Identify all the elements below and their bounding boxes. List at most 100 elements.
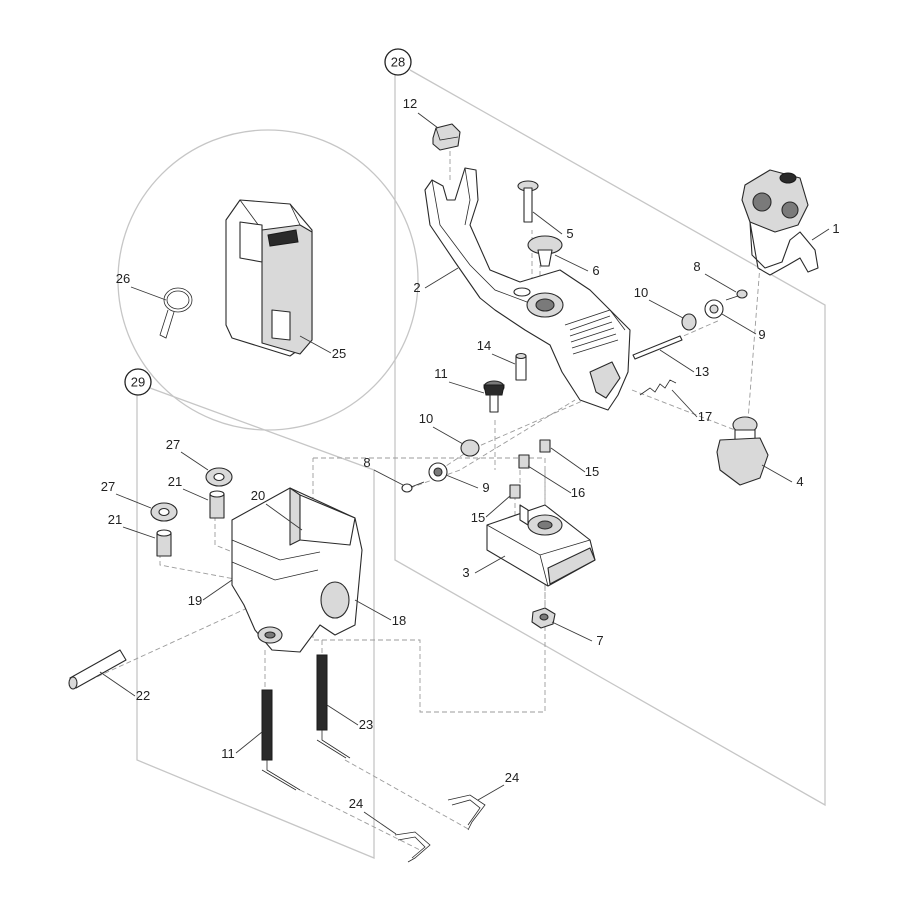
callout-c26: 26 [116, 271, 167, 301]
callout-number: 14 [477, 338, 491, 353]
part-10-washer-left [460, 439, 480, 457]
callout-number: 21 [108, 512, 122, 527]
callout-leader-line [115, 493, 152, 509]
callout-number: 22 [136, 688, 150, 703]
callout-leader-line [373, 469, 404, 486]
callout-c3: 3 [462, 555, 506, 580]
callout-number: 10 [419, 411, 433, 426]
part-14-dowel [515, 352, 527, 381]
callout-number: 20 [251, 488, 265, 503]
callout-leader-line [417, 112, 439, 129]
callout-c21a: 21 [168, 474, 209, 501]
part-16-set-screw [518, 454, 530, 469]
part-9-washer-left [428, 462, 448, 482]
callout-leader-line [448, 381, 485, 394]
callout-leader-line [326, 704, 359, 726]
group-28-badge: 28 [384, 48, 412, 76]
callout-c8a: 8 [693, 259, 737, 293]
callout-leader-line [363, 811, 397, 835]
group-28-frame [394, 69, 826, 807]
part-7-nut [531, 607, 556, 629]
callout-leader-line [265, 503, 303, 531]
callout-c24b: 24 [349, 796, 397, 835]
callout-c15b: 15 [471, 495, 511, 525]
part-26-ring [159, 287, 193, 339]
callout-c11a: 11 [434, 366, 485, 394]
part-13-pin [632, 335, 683, 360]
callout-number: 2 [413, 280, 420, 295]
part-5-bolt [517, 180, 539, 223]
callout-c7: 7 [551, 621, 604, 648]
callout-number: 15 [471, 510, 485, 525]
callout-leader-line [761, 464, 793, 483]
callout-leader-line [659, 349, 695, 373]
callout-c27a: 27 [166, 437, 209, 471]
callout-number: 4 [796, 474, 803, 489]
callout-layer: 1234567889910101111121314151516171819202… [99, 96, 840, 835]
callout-number: 11 [434, 366, 448, 381]
part-6-knob [527, 235, 563, 267]
callout-c14: 14 [477, 338, 516, 365]
callout-leader-line [551, 621, 593, 642]
callout-number: 25 [332, 346, 346, 361]
callout-c19: 19 [188, 579, 233, 608]
callout-c20: 20 [251, 488, 303, 531]
callout-c11b: 11 [221, 731, 263, 761]
callout-number: 24 [505, 770, 519, 785]
callout-number: 5 [566, 226, 573, 241]
callout-leader-line [671, 389, 698, 418]
callout-number: 10 [634, 285, 648, 300]
callout-c2: 2 [413, 267, 459, 295]
callout-number: 17 [698, 409, 712, 424]
part-23-threaded-pin [316, 654, 351, 759]
callout-c6: 6 [554, 254, 600, 278]
callout-leader-line [532, 211, 563, 235]
callout-leader-line [180, 451, 209, 471]
part-27-nut-upper [205, 467, 233, 487]
callout-leader-line [491, 353, 516, 365]
callout-leader-line [424, 267, 459, 289]
callout-number: 9 [482, 480, 489, 495]
part-24-clip-left [394, 831, 431, 863]
callout-number: 8 [693, 259, 700, 274]
callout-number: 3 [462, 565, 469, 580]
callout-leader-line [299, 335, 332, 354]
callout-leader-line [550, 447, 586, 473]
callout-leader-line [202, 579, 233, 601]
group-29-frame [136, 387, 375, 859]
callout-c27b: 27 [101, 479, 152, 509]
callout-c23: 23 [326, 704, 373, 732]
part-21-bushing-lower [156, 529, 172, 557]
callout-leader-line [122, 526, 156, 539]
callout-leader-line [432, 426, 464, 445]
callout-number: 11 [221, 746, 235, 761]
callout-leader-line [445, 474, 479, 489]
callout-number: 12 [403, 96, 417, 111]
callout-c9a: 9 [721, 313, 766, 342]
part-4-foot [716, 416, 769, 486]
inset-circle [117, 129, 419, 431]
part-2-arm-bracket [424, 167, 631, 411]
callout-number: 19 [188, 593, 202, 608]
part-8-screw-right [725, 289, 748, 301]
callout-leader-line [704, 273, 737, 293]
callout-leader-line [474, 555, 506, 574]
callout-number: 8 [363, 455, 370, 470]
callout-number: 23 [359, 717, 373, 732]
callout-number: 27 [101, 479, 115, 494]
callout-number: 9 [758, 327, 765, 342]
callout-c12: 12 [403, 96, 439, 129]
callout-number: 21 [168, 474, 182, 489]
group-29-badge: 29 [124, 368, 152, 396]
part-24-clip-right [447, 794, 486, 831]
callout-c9b: 9 [445, 474, 490, 495]
callout-number: 18 [392, 613, 406, 628]
callout-number: 13 [695, 364, 709, 379]
callout-c22: 22 [99, 671, 150, 703]
callout-leader-line [182, 488, 209, 501]
callout-number: 15 [585, 464, 599, 479]
callout-c24a: 24 [477, 770, 519, 801]
callout-leader-line [811, 228, 830, 241]
